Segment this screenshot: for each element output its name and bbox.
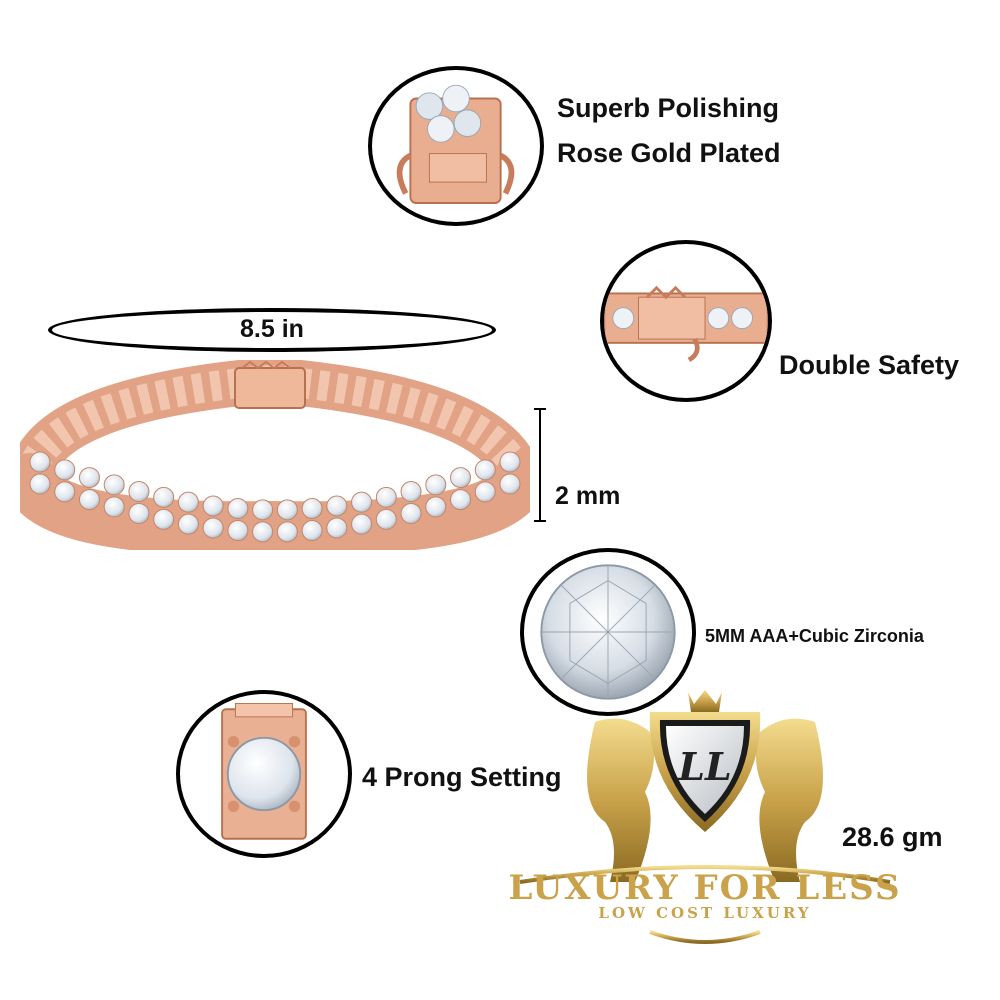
bracelet-stone	[29, 451, 51, 473]
double-safety-circle	[600, 240, 772, 402]
bracelet-stone	[400, 502, 422, 524]
bracelet-stone	[450, 489, 472, 511]
bracelet-stone	[450, 467, 472, 489]
bracelet-stone	[54, 459, 76, 481]
bracelet-stone	[103, 474, 125, 496]
bracelet-stone	[103, 496, 125, 518]
width-bracket	[534, 408, 546, 522]
bracelet-stone	[153, 508, 175, 530]
logo-brand: LUXURY FOR LESS	[508, 868, 902, 908]
length-label: 8.5 in	[240, 315, 304, 343]
bracelet-stone	[425, 474, 447, 496]
bracelet-stone	[499, 451, 521, 473]
bracelet-stone	[54, 481, 76, 503]
bracelet-stone	[227, 498, 249, 520]
bracelet-stone	[276, 499, 298, 521]
bracelet-stone	[29, 473, 51, 495]
bracelet-stone	[276, 521, 298, 543]
bracelet-stone	[153, 486, 175, 508]
bracelet-stone	[326, 517, 348, 539]
double-safety-image	[604, 285, 768, 363]
logo-monogram: LL	[678, 744, 732, 789]
bracelet-stone	[177, 491, 199, 513]
bracelet-stone	[326, 495, 348, 517]
clasp-callout-line2: Rose Gold Plated	[557, 138, 781, 168]
bracelet-stone	[128, 502, 150, 524]
bracelet-stone	[400, 480, 422, 502]
double-safety-label: Double Safety	[779, 350, 960, 380]
prong-setting-image	[221, 703, 307, 840]
bracelet-stone	[499, 473, 521, 495]
bracelet-stone	[425, 496, 447, 518]
bracelet-stone	[252, 499, 274, 521]
bracelet-stone	[301, 498, 323, 520]
clasp-closeup-circle	[368, 66, 544, 226]
length-indicator	[48, 308, 496, 352]
luxury-for-less-logo: LL LUXURY FOR LESS LOW COST LUXURY	[500, 682, 910, 952]
prong-setting-circle	[176, 690, 352, 858]
bracelet-stone	[474, 481, 496, 503]
bracelet-stone	[375, 486, 397, 508]
cubic-zirconia-image	[540, 564, 676, 700]
stone-label: 5MM AAA+Cubic Zirconia	[705, 626, 924, 646]
stone-circle	[520, 548, 696, 716]
bracelet-stone	[128, 480, 150, 502]
bracelet-stone	[252, 521, 274, 543]
logo-tagline: LOW COST LUXURY	[598, 904, 812, 922]
bracelet-stone	[78, 489, 100, 511]
bracelet-stone	[301, 520, 323, 542]
clasp-callout-line1: Superb Polishing	[557, 93, 780, 123]
width-label: 2 mm	[555, 482, 621, 510]
prong-setting-label: 4 Prong Setting	[362, 762, 562, 792]
clasp-closeup-image	[396, 84, 515, 204]
bracelet-stone	[351, 513, 373, 535]
bracelet-stone	[78, 467, 100, 489]
bracelet-stone	[227, 520, 249, 542]
bracelet-stone	[177, 513, 199, 535]
weight-label: 28.6 gm	[842, 822, 943, 852]
bracelet-stone	[375, 508, 397, 530]
bracelet-image	[20, 360, 530, 550]
bracelet-stone	[474, 459, 496, 481]
bracelet-stone	[202, 517, 224, 539]
bracelet-stone	[202, 495, 224, 517]
bracelet-stone	[351, 491, 373, 513]
